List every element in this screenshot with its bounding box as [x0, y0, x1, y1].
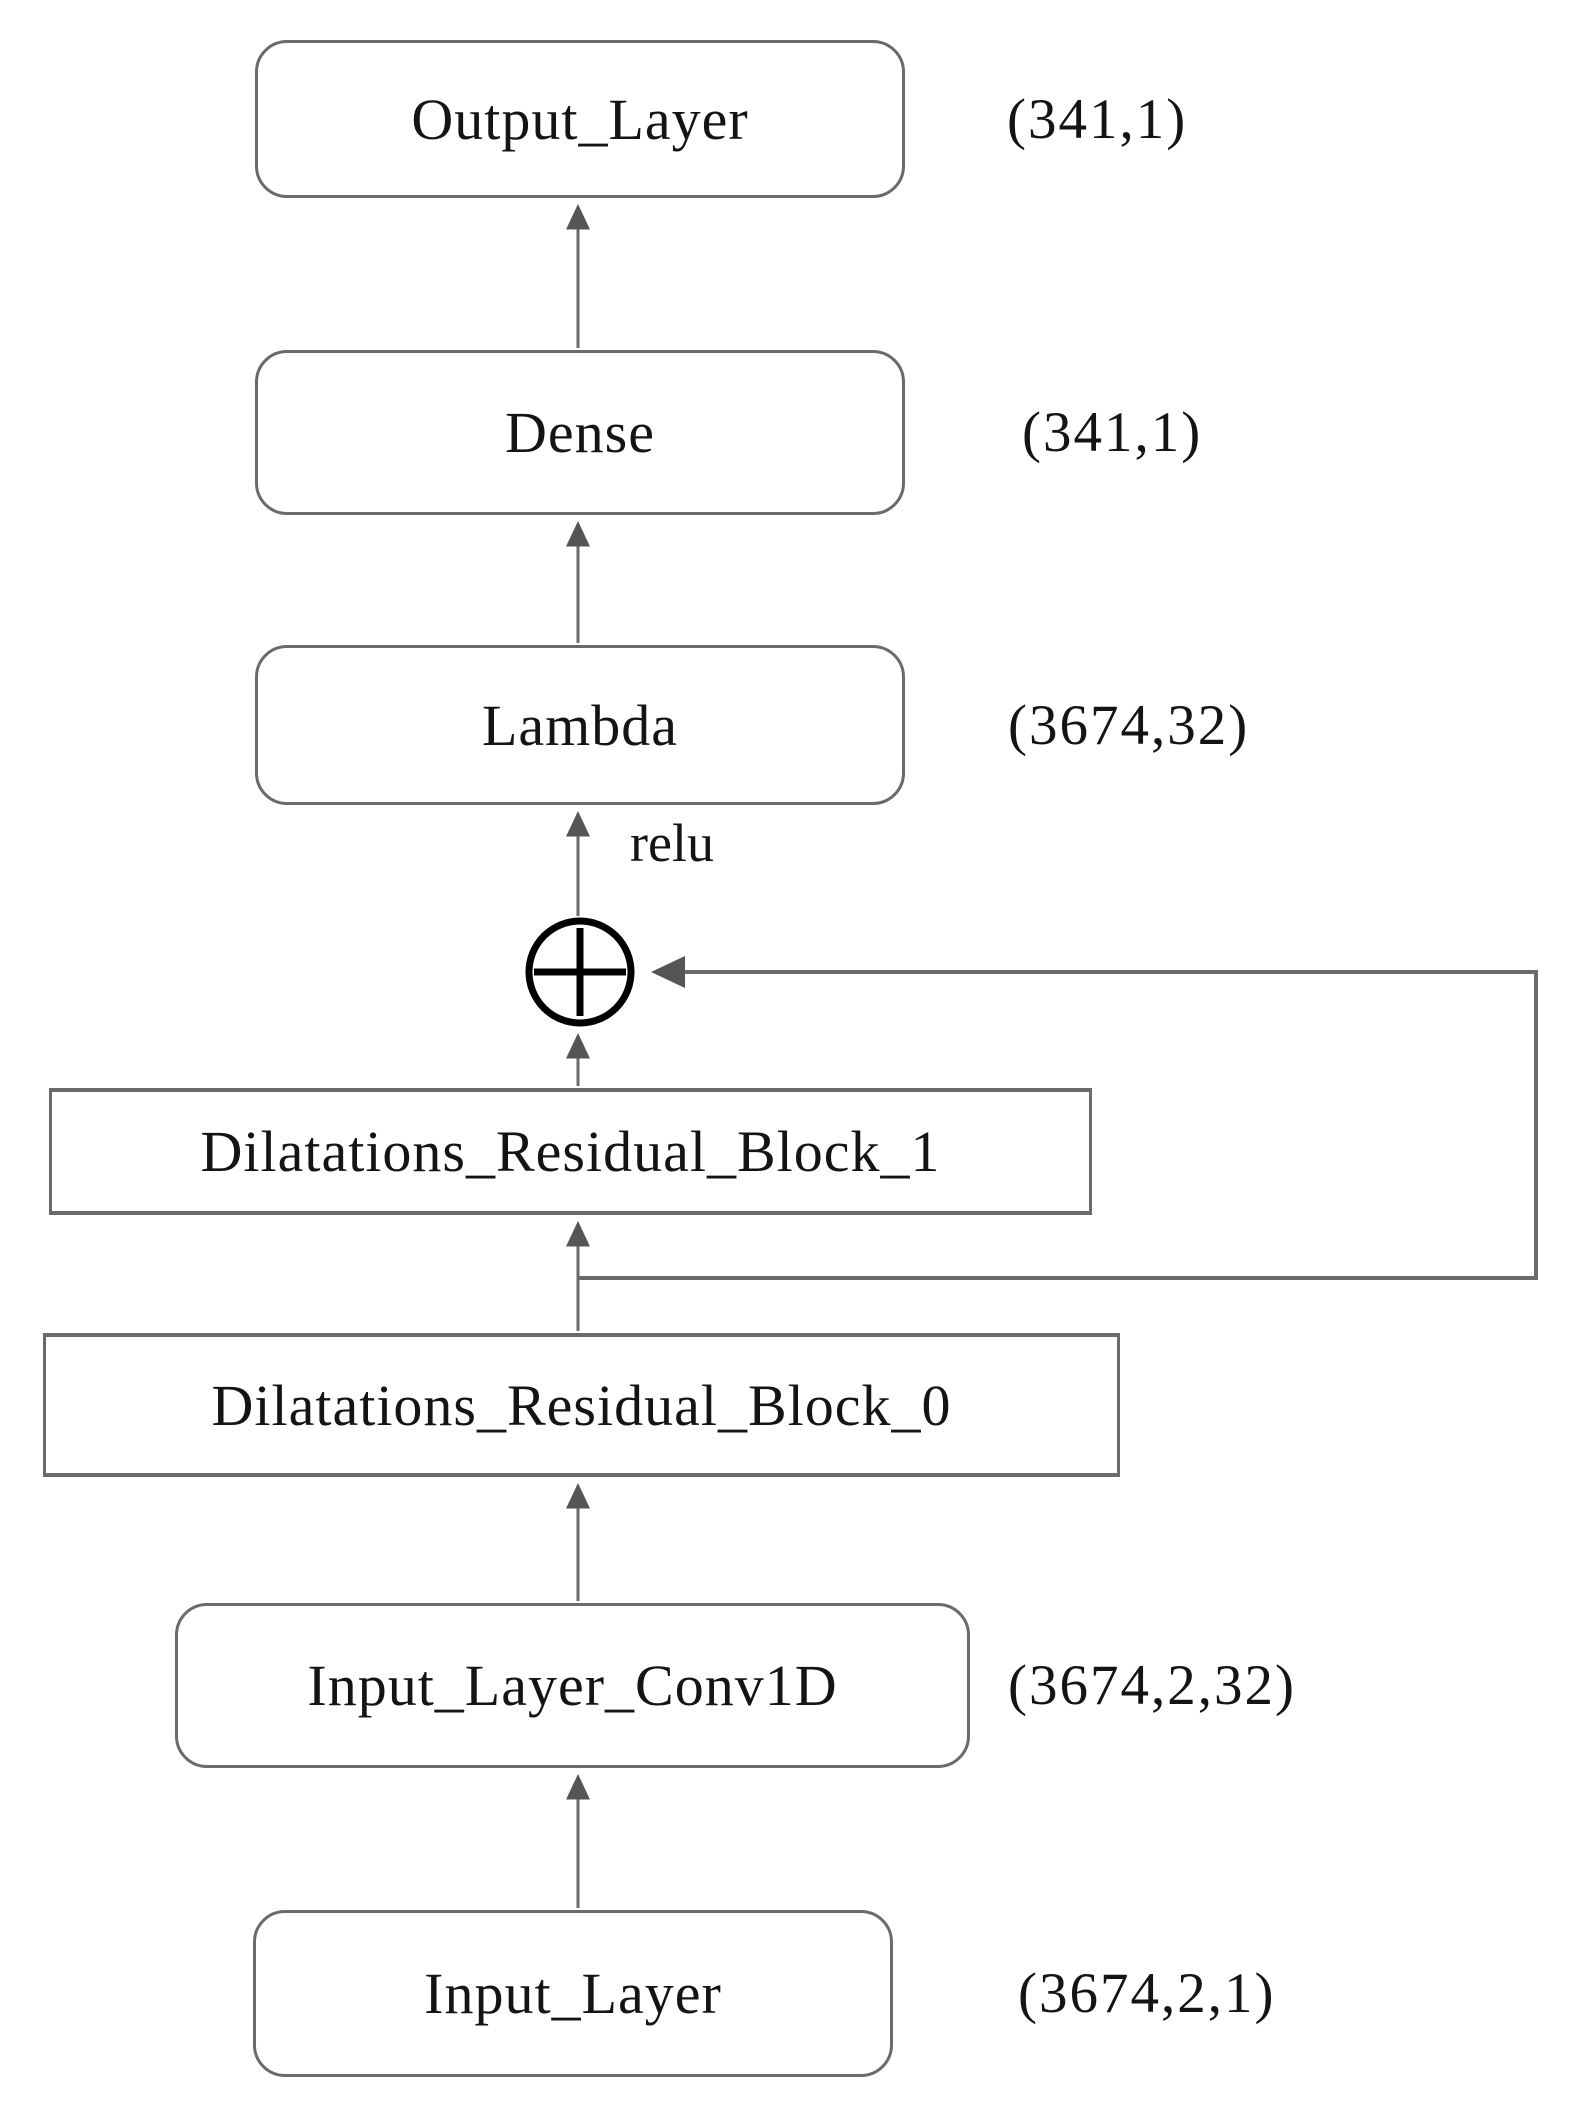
shape-label-input-layer-conv1d: (3674,2,32): [1008, 1654, 1296, 1717]
shape-label-lambda: (3674,32): [1008, 693, 1250, 757]
node-dilatations-residual-block-0: Dilatations_Residual_Block_0: [43, 1333, 1120, 1477]
add-node-icon: [525, 917, 635, 1027]
node-dilatations-residual-block-1: Dilatations_Residual_Block_1: [49, 1088, 1092, 1215]
skip-connection-line: [578, 956, 1538, 1280]
node-input-layer-conv1d: Input_Layer_Conv1D: [175, 1603, 970, 1768]
node-dilatations-residual-block-1-label: Dilatations_Residual_Block_1: [200, 1119, 941, 1184]
shape-label-output-layer: (341,1): [1007, 87, 1188, 151]
node-lambda-label: Lambda: [481, 692, 679, 758]
node-output-layer: Output_Layer: [255, 40, 905, 198]
node-lambda: Lambda: [255, 645, 905, 805]
node-input-layer: Input_Layer: [253, 1910, 893, 2077]
node-input-layer-conv1d-label: Input_Layer_Conv1D: [307, 1653, 838, 1718]
node-input-layer-label: Input_Layer: [424, 1961, 722, 2026]
node-dense-label: Dense: [505, 400, 655, 465]
node-dense: Dense: [255, 350, 905, 515]
shape-label-input-layer: (3674,2,1): [1018, 1962, 1276, 2025]
shape-label-dense: (341,1): [1022, 401, 1203, 464]
node-output-layer-label: Output_Layer: [411, 86, 749, 152]
node-dilatations-residual-block-0-label: Dilatations_Residual_Block_0: [211, 1372, 952, 1438]
relu-activation-label: relu: [630, 813, 714, 873]
